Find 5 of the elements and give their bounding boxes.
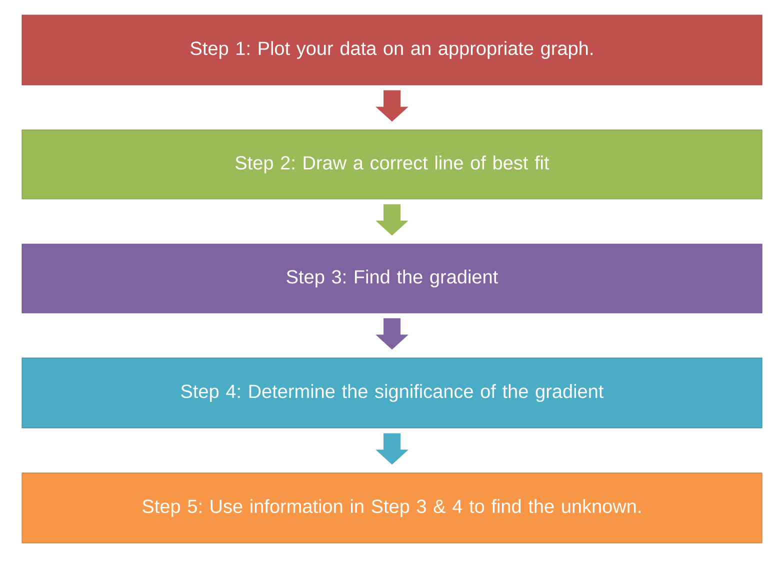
step-box: Step 4: Determine the significance of the gradient (22, 358, 762, 428)
step-box: Step 1: Plot your data on an appropriate graph. (22, 14, 762, 86)
step-box: Step 2: Draw a correct line of best fit (22, 130, 762, 200)
step-box: Step 5: Use information in Step 3 & 4 to find the unknown. (22, 472, 762, 544)
step-box: Step 3: Find the gradient (22, 244, 762, 314)
